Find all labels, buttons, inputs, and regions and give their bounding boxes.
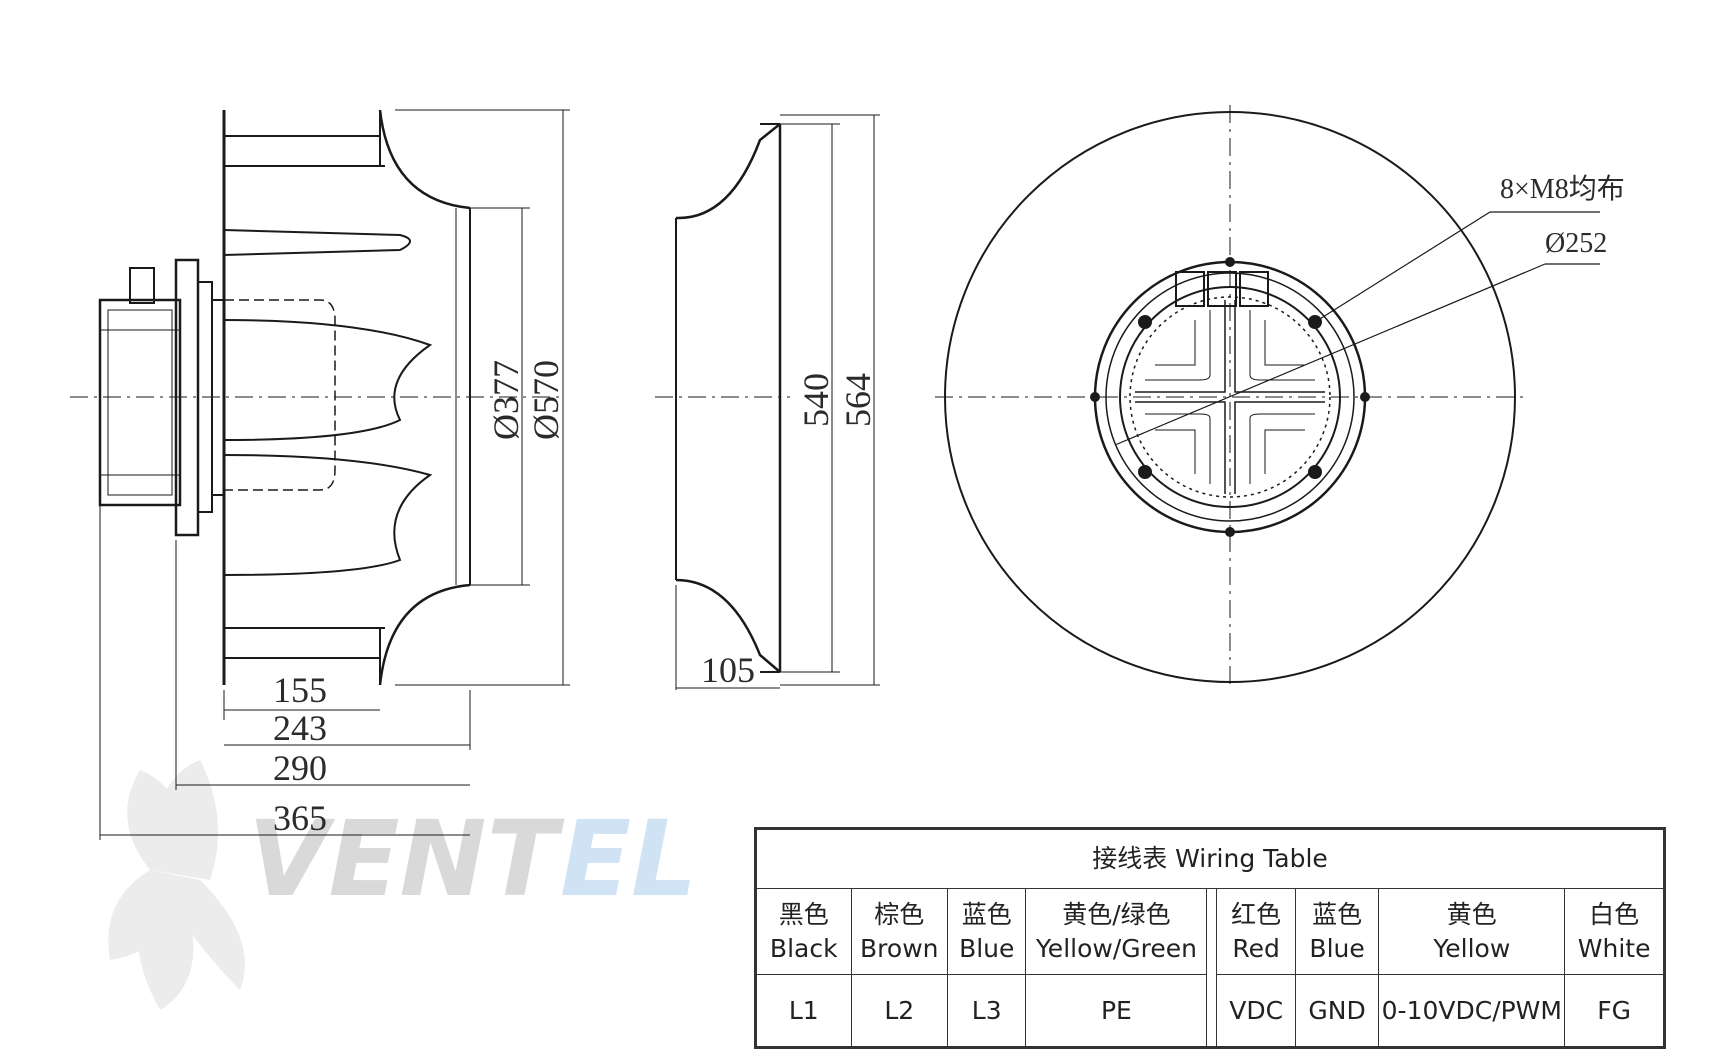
watermark-main-text: VENT: [248, 798, 565, 920]
side-view: [70, 109, 570, 840]
dim-290: 290: [273, 748, 327, 788]
watermark-accent-text: EL: [560, 798, 697, 920]
annotation-bolt-spec: 8×M8均布: [1500, 173, 1625, 205]
side-view-dimensions: Ø377 Ø570 155 243 290 365: [273, 360, 566, 838]
annotation-pcd: Ø252: [1545, 228, 1607, 259]
dim-540: 540: [796, 373, 836, 427]
wire-function-l2: L2: [850, 974, 949, 1047]
inlet-ring-view: [655, 114, 880, 690]
wiring-table-divider: [1206, 888, 1218, 1047]
dim-365: 365: [273, 798, 327, 838]
wire-function-gnd: GND: [1294, 974, 1380, 1047]
inlet-ring-dimensions: 540 564 105: [701, 373, 878, 690]
wire-function-vdc: VDC: [1216, 974, 1296, 1047]
wire-function-pe: PE: [1025, 974, 1208, 1047]
wire-function-l3: L3: [947, 974, 1027, 1047]
wire-function-fg: FG: [1564, 974, 1664, 1047]
dim-diameter-570: Ø570: [526, 360, 566, 440]
front-view-annotations: 8×M8均布 Ø252: [1500, 173, 1625, 259]
wire-function-l1: L1: [756, 974, 852, 1047]
dim-243: 243: [273, 708, 327, 748]
fan-blade-watermark-icon: [108, 760, 245, 1010]
watermark-logo: VENT EL: [108, 760, 697, 1010]
wiring-table-title: 接线表 Wiring Table: [756, 829, 1664, 889]
wiring-function-row: L1 L2 L3 PE VDC GND 0-10VDC/PWM FG: [756, 974, 1664, 1047]
dim-105: 105: [701, 650, 755, 690]
dim-564: 564: [838, 373, 878, 427]
dim-diameter-377: Ø377: [486, 360, 526, 440]
front-view: [935, 105, 1600, 690]
wire-function-signal: 0-10VDC/PWM: [1378, 974, 1566, 1047]
dim-155: 155: [273, 670, 327, 710]
